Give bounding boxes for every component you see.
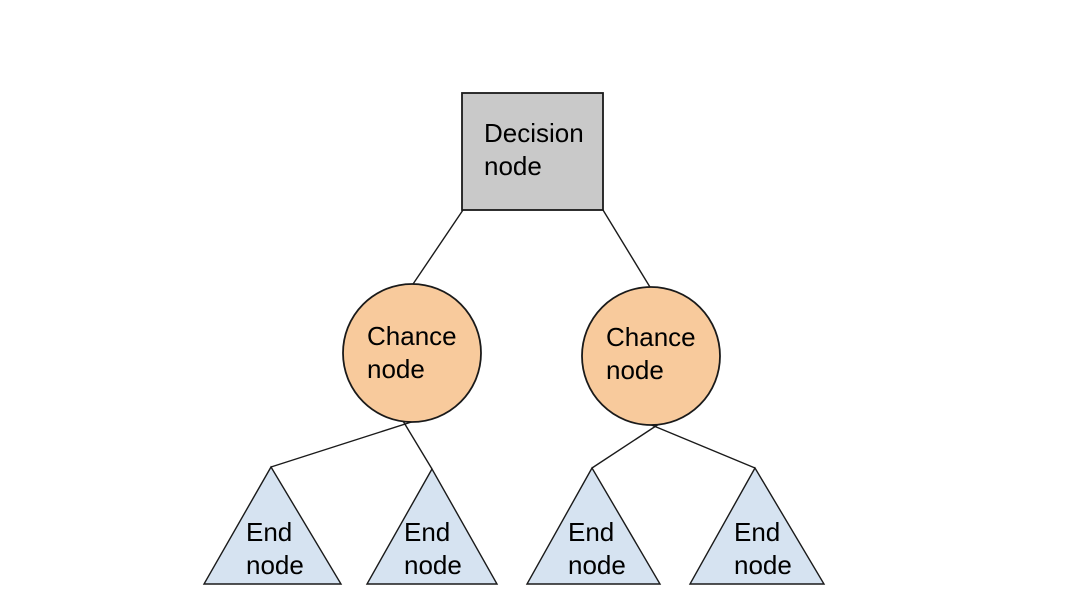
edge-chance-right-to-end-4 [636,418,756,469]
end-node-1-label: End node [246,517,304,580]
edge-chance-left-to-end-1 [270,417,425,468]
decision-node-shape [461,92,604,211]
end-node-2-label: End node [404,517,462,580]
end-node-2-shape [365,467,499,585]
edge-chance-left-to-end-2 [399,415,433,470]
chance-node-left-label: Chance node [367,321,457,384]
end-node-3-shape [525,466,662,585]
end-node-3-label: End node [568,517,626,580]
end-node-4-shape [688,466,826,585]
edge-group [270,209,756,470]
edge-decision-to-chance-left [408,209,464,291]
end-node-1-shape [202,465,343,585]
end-node-4-label: End node [734,517,792,580]
chance-node-right-shape [581,286,721,426]
chance-node-right-label: Chance node [606,322,696,385]
chance-node-left-shape [342,283,482,423]
edge-chance-right-to-end-3 [591,419,666,469]
edge-decision-to-chance-right [602,209,654,293]
decision-node-label: Decision node [484,118,584,181]
